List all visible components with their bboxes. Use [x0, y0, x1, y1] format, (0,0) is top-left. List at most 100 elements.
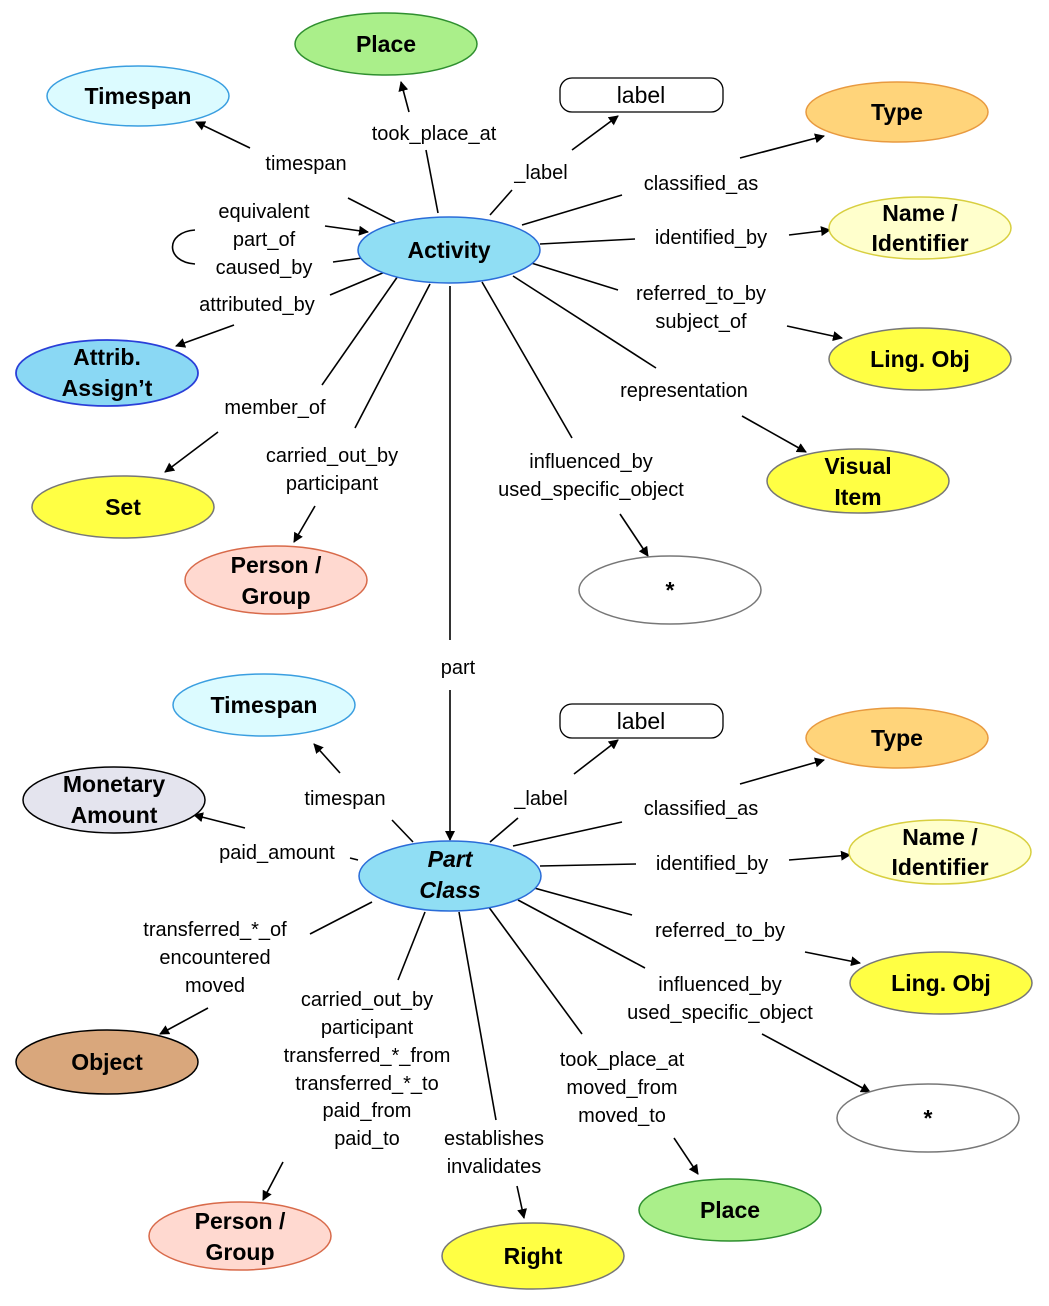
edge-label-used-specific-top: used_specific_object	[498, 479, 684, 501]
edge-arrow-referred-bottom	[804, 951, 861, 967]
edge-line-representation	[512, 275, 657, 369]
edge-label-caused-by: caused_by	[216, 257, 313, 279]
edge-line-referred-bottom	[526, 885, 633, 916]
node-bottom-name: Name / Identifier	[848, 819, 1032, 885]
edge-line-identified-top	[539, 238, 636, 245]
node-top-name: Name / Identifier	[828, 196, 1012, 260]
edge-label-label-bottom: _label	[513, 788, 567, 810]
edge-line-timespan-top	[347, 197, 396, 223]
svg-text:Ling. Obj: Ling. Obj	[891, 970, 991, 996]
svg-text:Type: Type	[871, 99, 923, 125]
edge-arrow-transferred-of	[159, 1007, 209, 1035]
edge-labels-top: took_place_at _label timespan classified…	[199, 123, 767, 679]
node-bottom-right: Right	[441, 1222, 625, 1290]
edge-label-part-of: part_of	[233, 229, 296, 251]
edge-label-participant-bottom: participant	[321, 1017, 414, 1039]
svg-text:Part: Part	[428, 846, 474, 872]
edge-line-member-of	[321, 275, 399, 386]
edge-line-classified-top	[521, 194, 623, 226]
edge-line-referred-top	[527, 261, 619, 291]
edge-line-establishes	[458, 911, 497, 1121]
edge-arrow-equivalent	[324, 225, 369, 236]
edge-label-establishes: establishes	[444, 1128, 544, 1150]
svg-text:Object: Object	[71, 1049, 143, 1075]
edge-arrow-identified-bottom	[788, 850, 851, 861]
edge-arrow-timespan-top	[195, 121, 251, 149]
edge-label-transferred-of: transferred_*_of	[143, 919, 287, 941]
edge-label-paid-amount: paid_amount	[219, 842, 335, 864]
edge-label-paid-to: paid_to	[334, 1128, 400, 1150]
node-bottom-type: Type	[805, 707, 989, 769]
edge-label-classified-top: classified_as	[644, 173, 759, 195]
edge-label-subject-of: subject_of	[655, 311, 747, 333]
node-bottom-label: label	[559, 703, 724, 739]
node-activity: Activity	[357, 216, 541, 284]
svg-text:Ling. Obj: Ling. Obj	[870, 346, 970, 372]
edge-line-influenced-bottom	[517, 899, 646, 969]
edge-arrow-influenced-top	[619, 513, 649, 557]
edge-label-encountered: encountered	[159, 947, 270, 969]
node-top-attrib: Attrib. Assign’t	[15, 339, 199, 407]
edge-arrow-paid-amount	[193, 812, 246, 829]
edge-line-label-bottom	[489, 817, 519, 843]
svg-text:Set: Set	[105, 494, 141, 520]
edge-label-transferred-from: transferred_*_from	[284, 1045, 451, 1067]
node-bottom-monetary: Monetary Amount	[22, 766, 206, 834]
edge-arrow-carried-bottom	[262, 1161, 284, 1201]
edge-label-influenced-top: influenced_by	[529, 451, 652, 473]
edge-line-attributed	[329, 271, 386, 296]
node-bottom-place: Place	[638, 1178, 822, 1242]
edge-arrow-timespan-bottom	[313, 743, 341, 774]
node-top-person: Person / Group	[184, 545, 368, 615]
svg-text:Attrib.: Attrib.	[73, 344, 141, 370]
edge-line-influenced-top	[481, 281, 573, 439]
node-part-class: Part Class	[358, 840, 542, 912]
edge-label-participant-top: participant	[286, 473, 379, 495]
svg-text:Right: Right	[504, 1243, 563, 1269]
edge-line-took-place-bottom	[487, 905, 583, 1035]
edge-arrow-member-of	[164, 431, 219, 473]
edge-arrow-took-place-bottom	[673, 1137, 699, 1175]
edge-line-paid-amount	[349, 857, 359, 861]
svg-text:Identifier: Identifier	[871, 230, 968, 256]
edge-arrow-identified-top	[788, 226, 831, 237]
edge-label-representation: representation	[620, 380, 748, 402]
svg-text:Type: Type	[871, 725, 923, 751]
edge-label-carried-top: carried_out_by	[266, 445, 398, 467]
edge-label-carried-bottom: carried_out_by	[301, 989, 433, 1011]
edge-label-moved: moved	[185, 975, 245, 997]
svg-text:Timespan: Timespan	[85, 83, 192, 109]
edge-arrow-classified-bottom	[739, 757, 825, 785]
node-top-visual: Visual Item	[766, 448, 950, 514]
edge-label-paid-from: paid_from	[323, 1100, 412, 1122]
edge-line-timespan-bottom	[391, 819, 414, 843]
svg-text:Name /: Name /	[902, 824, 978, 850]
edges-top	[164, 81, 843, 841]
svg-text:Assign’t: Assign’t	[62, 375, 153, 401]
edge-arrow-label-bottom	[573, 739, 619, 775]
edge-labels-bottom: timespan _label classified_as paid_amoun…	[143, 788, 813, 1178]
edge-label-timespan-top: timespan	[265, 153, 346, 175]
edge-label-part: part	[441, 657, 476, 679]
edge-label-took-place-at: took_place_at	[372, 123, 497, 145]
svg-text:Item: Item	[834, 484, 881, 510]
svg-text:Name /: Name /	[882, 200, 958, 226]
edges-bottom	[159, 739, 871, 1219]
svg-text:Activity: Activity	[407, 237, 490, 263]
node-bottom-star: *	[836, 1083, 1020, 1153]
edge-arrow-establishes	[516, 1185, 527, 1219]
node-bottom-ling: Ling. Obj	[849, 951, 1033, 1015]
edge-line-carried-bottom	[397, 911, 426, 981]
svg-text:Place: Place	[356, 31, 416, 57]
edge-label-attributed: attributed_by	[199, 294, 315, 316]
edge-label-invalidates: invalidates	[447, 1156, 542, 1178]
edge-label-timespan-bottom: timespan	[304, 788, 385, 810]
edge-label-moved-from: moved_from	[566, 1077, 677, 1099]
node-top-timespan: Timespan	[46, 65, 230, 127]
svg-text:Timespan: Timespan	[211, 692, 318, 718]
edge-arrow-referred-top	[786, 325, 843, 341]
edge-arrow-carried-top	[293, 505, 316, 543]
edge-label-equivalent: equivalent	[218, 201, 310, 223]
svg-text:*: *	[666, 577, 675, 603]
edge-line-label-top	[489, 189, 513, 216]
